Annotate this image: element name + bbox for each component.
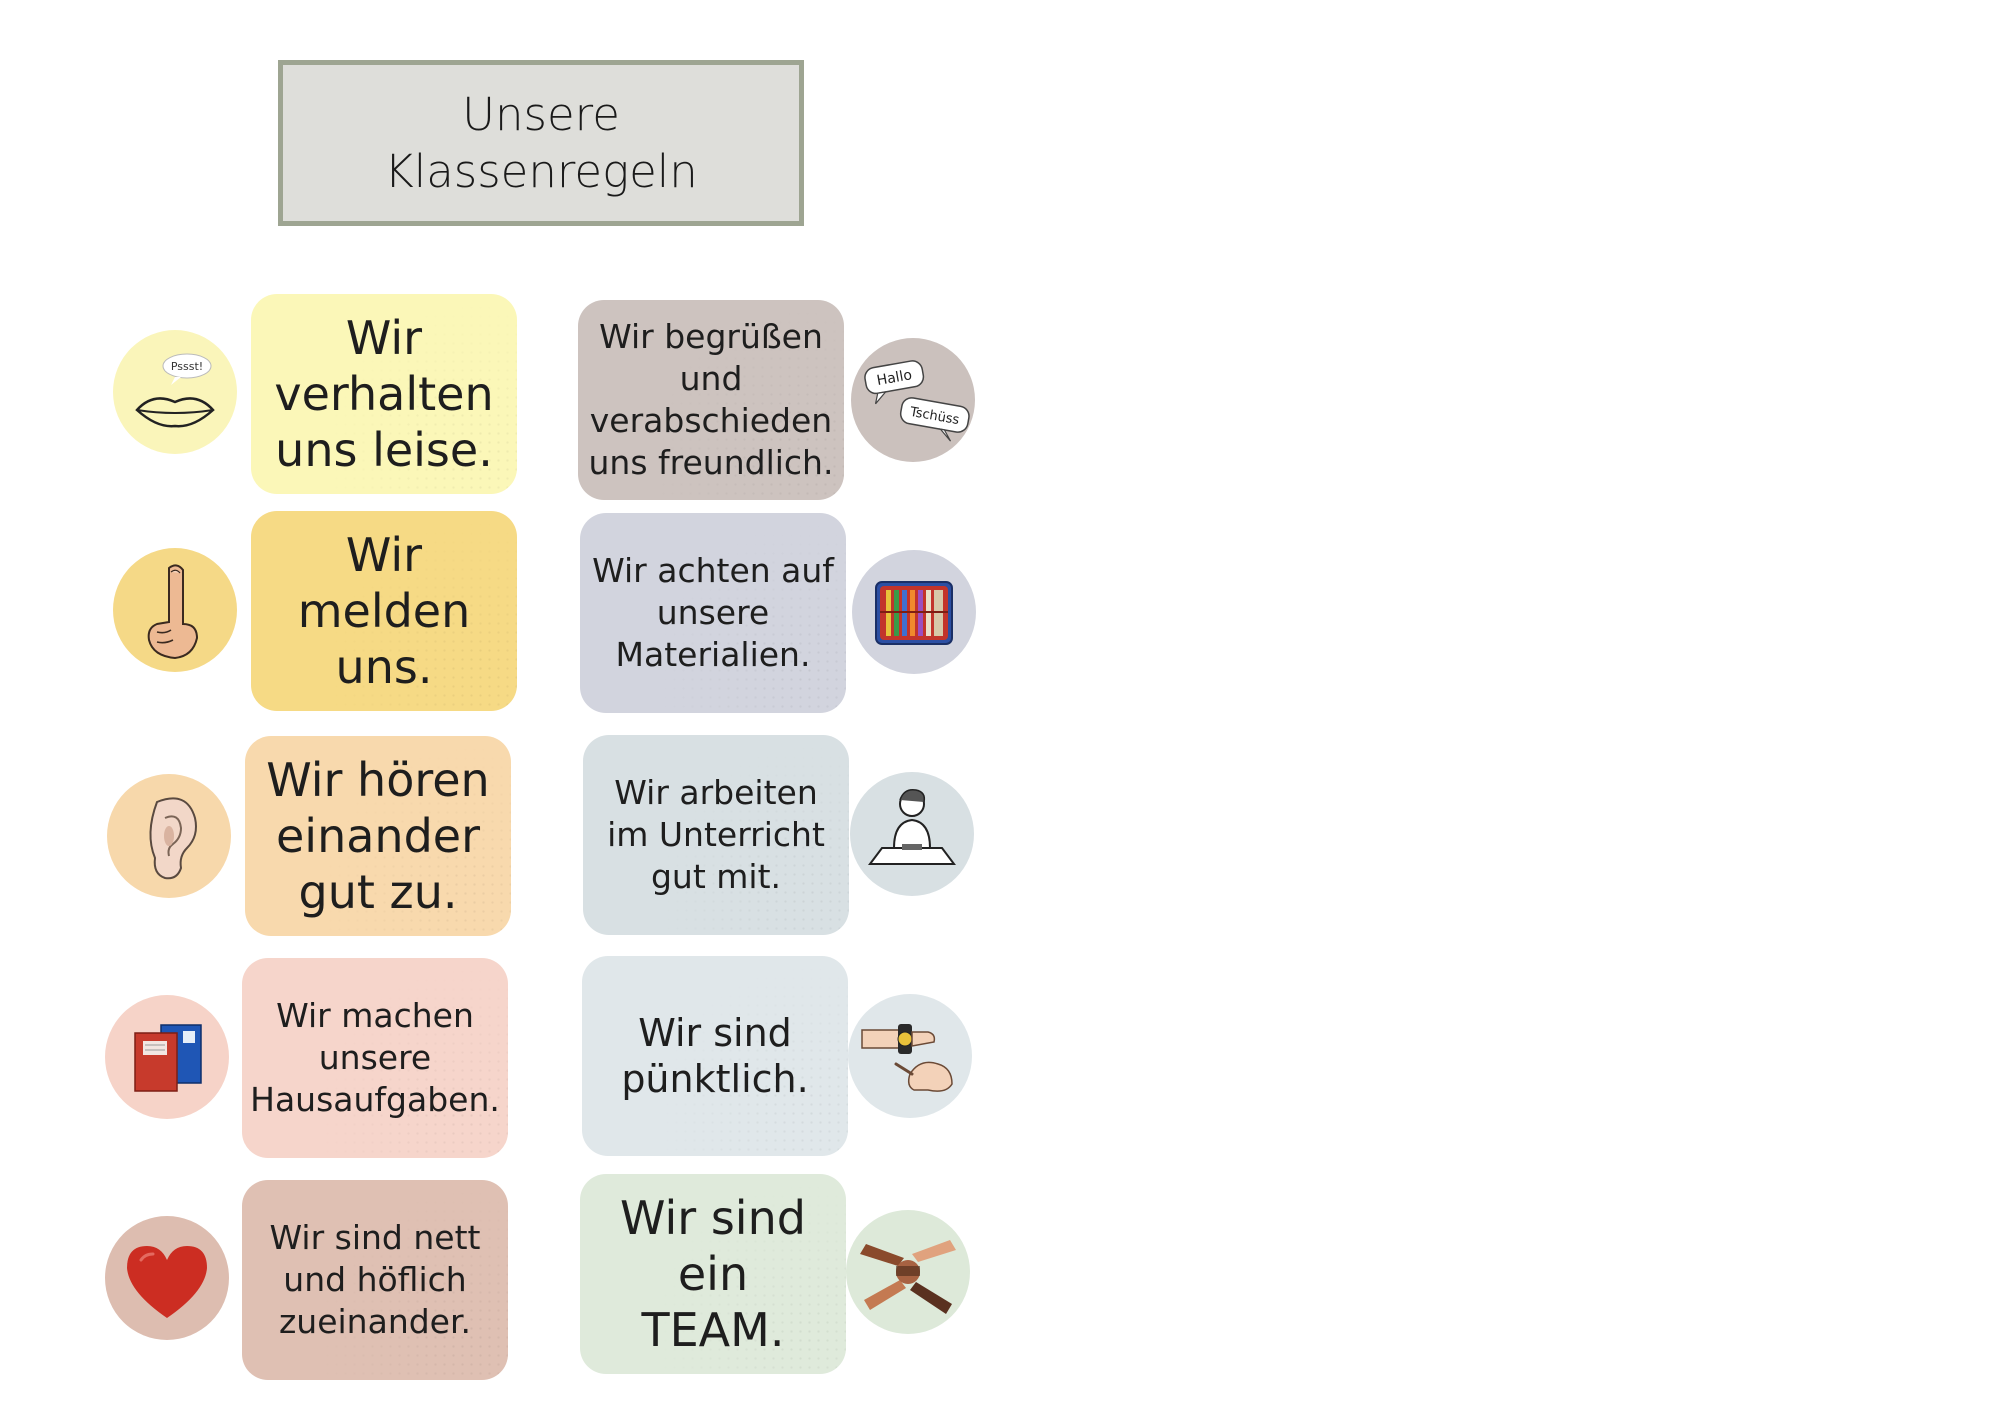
rule-line: unsere [318,1038,432,1077]
rule-line: TEAM. [641,1303,785,1357]
rule-line: unsere [656,593,770,632]
rule-line: verabschieden [589,401,833,440]
title-banner: Unsere Klassenregeln [278,60,804,226]
rule-line: Wir arbeiten [614,773,818,812]
rule-line: ein [677,1247,749,1301]
rule-icon-circle: Pssst! [113,330,237,454]
rule-line: im Unterricht [607,815,825,854]
title-line-1: Unsere [462,88,620,141]
rule-line: uns leise. [275,423,493,477]
rule-line: melden [297,584,471,638]
rule-line: Hausaufgaben. [250,1080,500,1119]
raised-finger-icon [147,564,199,660]
hallo-label: Hallo [876,367,914,389]
pssst-label: Pssst! [171,360,203,373]
rule-card: Wir sind nett und höflich zueinander. [242,1180,508,1380]
rule-line: Wir [345,311,423,365]
student-desk-icon [868,788,956,865]
rule-line: uns freundlich. [588,443,834,482]
rule-card: Wir machen unsere Hausaufgaben. [242,958,508,1158]
rule-line: Materialien. [615,635,811,674]
notebooks-icon [134,1024,202,1092]
ear-icon [149,797,197,880]
rule-card: Wir verhalten uns leise. [251,294,517,494]
rule-line: Wir sind [620,1191,806,1245]
team-hands-icon [860,1240,956,1314]
rule-line: zueinander. [278,1302,472,1341]
rule-line: Wir [345,528,423,582]
rule-icon-circle [113,548,237,672]
heart-icon [127,1246,207,1318]
rule-line: gut zu. [298,865,458,919]
rule-icon-circle [848,994,972,1118]
rule-card: Wir sind pünktlich. [582,956,848,1156]
rule-line: Wir sind nett [269,1218,481,1257]
rule-card: Wir sind ein TEAM. [580,1174,846,1374]
lips-icon: Pssst! [135,353,215,428]
speech-bubbles-icon: Hallo Tschüss [864,360,970,442]
title-line-2: Klassenregeln [384,145,698,198]
rule-icon-circle [105,1216,229,1340]
rule-line: Wir achten auf [592,551,834,590]
rule-line: einander [276,809,480,863]
rule-line: Wir sind [638,1011,792,1055]
rule-icon-circle [846,1210,970,1334]
rule-line: pünktlich. [621,1057,809,1101]
rule-line: gut mit. [650,857,782,896]
rule-card: Wir begrüßen und verabschieden uns freun… [578,300,844,500]
rule-icon-circle [850,772,974,896]
rule-icon-circle [852,550,976,674]
rule-line: uns. [335,640,433,694]
rule-icon-circle: Hallo Tschüss [851,338,975,462]
rule-line: Wir begrüßen [599,317,823,356]
rule-card: Wir arbeiten im Unterricht gut mit. [583,735,849,935]
rule-line: verhalten [274,367,494,421]
rule-card: Wir melden uns. [251,511,517,711]
rule-line: Wir hören [266,753,490,807]
rule-card: Wir achten auf unsere Materialien. [580,513,846,713]
pencil-case-icon [875,581,953,645]
rule-line: und [679,359,743,398]
wristwatch-icon [861,1024,953,1092]
rule-icon-circle [107,774,231,898]
rule-line: und höflich [283,1260,467,1299]
rule-card: Wir hören einander gut zu. [245,736,511,936]
rule-icon-circle [105,995,229,1119]
rule-line: Wir machen [276,996,474,1035]
